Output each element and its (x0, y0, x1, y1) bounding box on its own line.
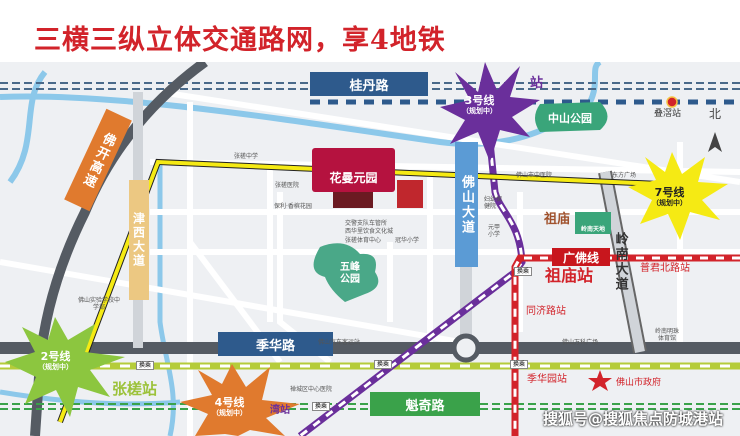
transfer-badge: 换乘 (136, 361, 155, 371)
poi-label: 妇幼保健院 (484, 196, 503, 211)
project-marker[interactable]: 花曼元园 (312, 148, 395, 192)
traffic-map: 桂丹路 佛开高速 津西大道 佛山大道 季华路 魁奇路 岭南大道 3号线（规划中）… (0, 62, 740, 436)
poi-label: 佛山市中医院 (516, 172, 553, 179)
north-arrow-icon (708, 132, 722, 152)
poi-label: 张槎中学 (234, 153, 259, 160)
guangfo-label: 广佛线 (552, 248, 610, 266)
line4-label: 4号线（规划中） (212, 396, 247, 418)
wufeng-park-label: 五峰公园 (340, 262, 360, 285)
station-zhangcha: 张槎站 (112, 380, 158, 398)
station-jihuayuan: 季华园站 (527, 374, 567, 385)
metro-station-icon (666, 96, 678, 108)
poi-label: 东方广场 (612, 172, 637, 179)
river (157, 162, 176, 436)
line2-star (5, 317, 125, 417)
line3-label: 3号线（规划中） (462, 94, 497, 116)
road-label-jihua: 季华路 (218, 332, 333, 356)
poi-label: 佛山实验学校中学部 (78, 297, 121, 312)
station-pujunbeilu: 普君北路站 (640, 263, 690, 274)
station-bottom: 湾站 (270, 405, 290, 416)
page-title: 三横三纵立体交通路网，享4地铁 (34, 25, 446, 56)
poi-label: 冠华小学 (395, 237, 420, 244)
road-label-lingnan: 岭南大道 (612, 232, 628, 292)
fokai-highway (30, 62, 208, 436)
poi-label: 佛山万科广场 (562, 339, 599, 346)
line2-label: 2号线（规划中） (38, 350, 73, 372)
zumiao-poi: 祖庙 (544, 212, 571, 227)
project-plot (333, 192, 373, 208)
project-plot-2 (397, 180, 423, 208)
zhongshan-park-label: 中山公园 (548, 112, 592, 125)
gov-star (588, 370, 612, 391)
transfer-badge: 换乘 (312, 402, 331, 412)
line7-label: 7号线（规划中） (652, 186, 687, 208)
river (0, 62, 602, 147)
poi-label: 交警支队车管所 (345, 220, 388, 227)
line4-star (180, 364, 300, 436)
map-graphics (0, 62, 740, 436)
station-dieyao: 叠滘站 (654, 109, 682, 119)
zhongshan-park-shape (535, 102, 608, 132)
poi-label: 张槎体育中心 (345, 237, 382, 244)
poi-label: 保利·香槟花园 (274, 203, 312, 210)
station-zumiao: 祖庙站 (545, 266, 594, 285)
station-top: 站 (530, 76, 544, 91)
road-label-shuxi: 津西大道 (129, 180, 149, 300)
poi-label: 元甲小学 (488, 224, 501, 239)
transfer-badge: 换乘 (514, 267, 533, 277)
transfer-badge: 换乘 (510, 360, 529, 370)
poi-label: 西华里饮食文化城 (345, 228, 394, 235)
lingnan-tiandi-poi: 岭南天地 (575, 212, 611, 234)
poi-label: 禅城区中心医院 (290, 386, 333, 393)
poi-label: 岭南明珠体育馆 (654, 328, 679, 343)
road-label-guidan: 桂丹路 (310, 72, 428, 96)
transfer-badge: 换乘 (374, 360, 393, 370)
poi-label: 佛山汽车客运站 (318, 339, 361, 346)
line7-star (628, 152, 728, 240)
north-label: 北 (709, 107, 722, 121)
road-label-kuiqi: 魁奇路 (370, 392, 480, 416)
station-tongjilu: 同济路站 (526, 306, 566, 317)
watermark: 搜狐号@搜狐焦点防城港站 (543, 410, 724, 428)
road-label-foshan: 佛山大道 (455, 142, 478, 267)
poi-label: 张槎医院 (275, 182, 300, 189)
line3-star (440, 62, 540, 162)
wufeng-park-shape (313, 243, 379, 302)
poi-gov: 佛山市政府 (616, 378, 662, 388)
